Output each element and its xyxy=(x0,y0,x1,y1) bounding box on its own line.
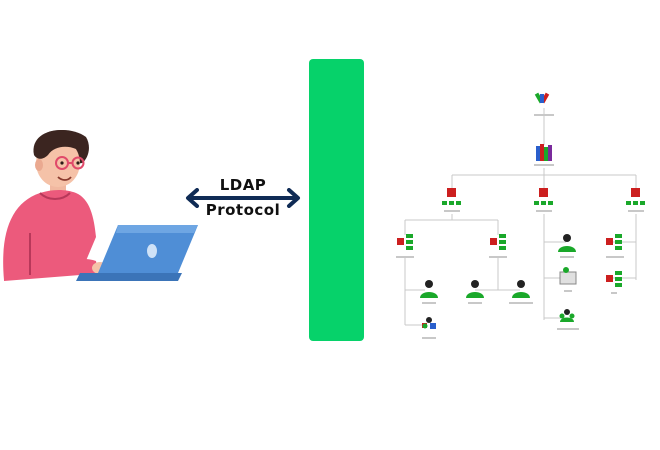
organizational-unit-icon xyxy=(626,188,645,212)
organizational-unit-icon xyxy=(396,234,414,258)
directory-root-icon xyxy=(534,92,554,116)
organizational-unit-icon xyxy=(442,188,461,212)
organizational-unit-icon xyxy=(534,188,553,212)
ldap-server-bar xyxy=(309,59,364,341)
user-icon xyxy=(509,280,533,304)
group-icon xyxy=(557,309,579,330)
ldap-protocol-connector: LDAP Protocol xyxy=(183,176,303,220)
organizational-unit-icon xyxy=(489,234,507,258)
group-icon xyxy=(422,317,436,339)
directory-books-icon xyxy=(534,144,554,166)
user-icon xyxy=(558,234,576,258)
computer-icon xyxy=(559,267,577,292)
directory-tree-diagram xyxy=(396,92,645,339)
person-at-laptop-illustration xyxy=(3,130,198,281)
organizational-unit-icon xyxy=(606,234,624,258)
protocol-label-line1: LDAP xyxy=(219,176,267,194)
user-icon xyxy=(466,280,484,304)
user-icon xyxy=(420,280,438,304)
organizational-unit-icon xyxy=(606,271,622,294)
protocol-label-line2: Protocol xyxy=(205,201,281,219)
double-arrow-icon xyxy=(186,188,300,208)
